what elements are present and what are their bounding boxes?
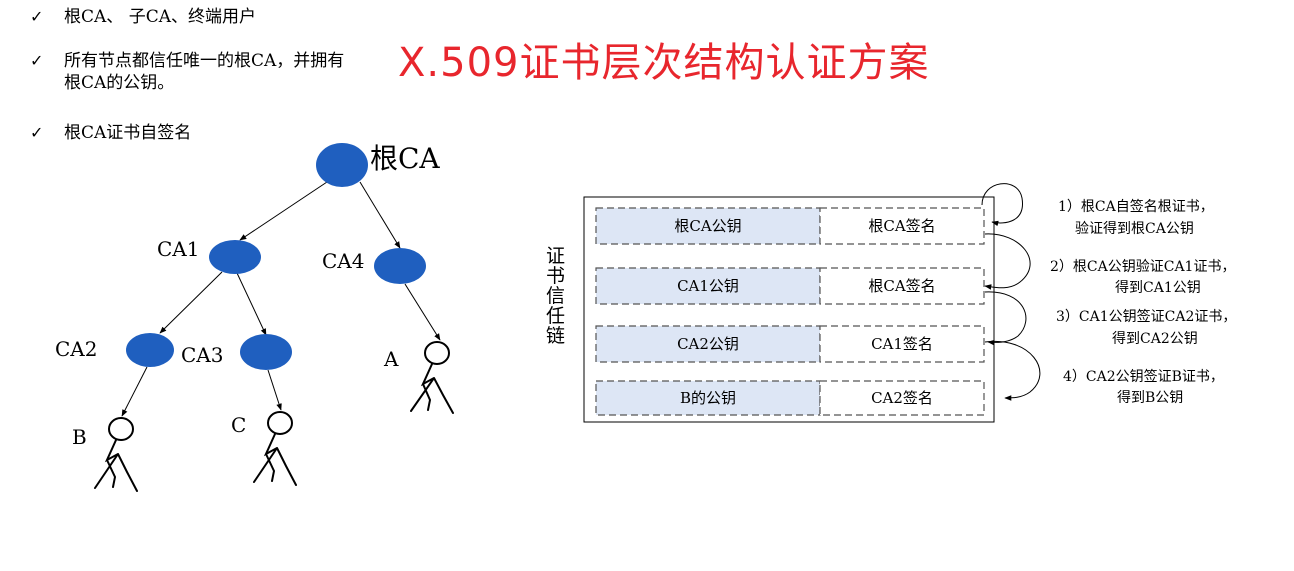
signature-text: 根CA签名 bbox=[868, 217, 935, 235]
side-label-char: 链 bbox=[546, 325, 565, 347]
ca1-node bbox=[209, 240, 261, 274]
ca3-label: CA3 bbox=[181, 343, 223, 367]
checkmark-icon: ✓ bbox=[30, 123, 44, 142]
checkmark-icon: ✓ bbox=[30, 7, 44, 26]
edge-ca1-ca2 bbox=[159, 271, 223, 334]
chain-row: B的公钥 CA2签名 bbox=[595, 380, 985, 416]
certificate-chain: 证 书 信 任 链 根CA公钥 根CA签名 CA1公钥 根CA签名 CA2公钥 … bbox=[546, 183, 1236, 423]
public-key-cell bbox=[595, 207, 821, 245]
verification-arrows bbox=[981, 183, 1041, 401]
chain-row: 根CA公钥 根CA签名 bbox=[595, 207, 985, 245]
signature-cell bbox=[819, 207, 985, 245]
signature-text: 根CA签名 bbox=[868, 277, 935, 295]
side-label-char: 信 bbox=[546, 285, 565, 307]
step-line: 得到B公钥 bbox=[1117, 389, 1183, 406]
side-label-char: 任 bbox=[546, 305, 565, 327]
public-key-text: B的公钥 bbox=[680, 389, 736, 407]
tree-labels: 根CA CA1 CA4 CA2 CA3 A B C bbox=[55, 142, 440, 449]
tree-nodes bbox=[126, 143, 426, 370]
edge-root-ca1 bbox=[239, 179, 331, 241]
user-figures bbox=[94, 341, 454, 492]
signature-text: CA1签名 bbox=[871, 335, 933, 353]
user-b-figure bbox=[94, 417, 138, 492]
edge-ca4-a bbox=[404, 283, 441, 341]
user-a-label: A bbox=[383, 347, 399, 371]
ca-tree bbox=[121, 179, 441, 417]
signature-cell bbox=[819, 380, 985, 416]
side-label-char: 书 bbox=[546, 265, 565, 287]
public-key-text: CA1公钥 bbox=[677, 277, 739, 295]
edge-ca2-b bbox=[121, 366, 148, 417]
step-line: 验证得到根CA公钥 bbox=[1075, 220, 1194, 237]
root-ca-label: 根CA bbox=[370, 142, 440, 175]
ca2-node bbox=[126, 333, 174, 367]
root-ca-node bbox=[316, 143, 368, 187]
chain-side-label: 证 书 信 任 链 bbox=[546, 245, 565, 347]
signature-cell bbox=[819, 267, 985, 305]
signature-cell bbox=[819, 325, 985, 363]
verify-arrow bbox=[984, 291, 1027, 346]
step-line: 2）根CA公钥验证CA1证书， bbox=[1050, 259, 1235, 275]
user-c-label: C bbox=[231, 413, 246, 437]
public-key-text: 根CA公钥 bbox=[674, 217, 741, 235]
public-key-cell bbox=[595, 325, 821, 363]
step-line: 得到CA2公钥 bbox=[1112, 330, 1198, 347]
public-key-text: CA2公钥 bbox=[677, 335, 739, 353]
page-title: X.509证书层次结构认证方案 bbox=[398, 40, 930, 86]
bullet-item: ✓ 根CA证书自签名 bbox=[30, 122, 350, 144]
step-line: 1）根CA自签名根证书， bbox=[1058, 198, 1214, 215]
chain-outer-box bbox=[583, 196, 995, 423]
user-c-figure bbox=[253, 411, 297, 486]
signature-text: CA2签名 bbox=[871, 389, 933, 407]
step-line: 得到CA1公钥 bbox=[1115, 279, 1201, 296]
user-b-label: B bbox=[72, 425, 87, 449]
ca2-label: CA2 bbox=[55, 337, 97, 361]
step-descriptions: 1）根CA自签名根证书， 验证得到根CA公钥 2）根CA公钥验证CA1证书， 得… bbox=[1050, 198, 1236, 406]
verify-arrow bbox=[984, 233, 1031, 290]
bullet-item: ✓ 根CA、 子CA、终端用户 bbox=[30, 6, 350, 28]
verify-arrow bbox=[984, 340, 1041, 401]
chain-row: CA1公钥 根CA签名 bbox=[595, 267, 985, 305]
chain-row: CA2公钥 CA1签名 bbox=[595, 325, 985, 363]
ca3-node bbox=[240, 334, 292, 370]
edge-ca1-ca3 bbox=[236, 272, 267, 336]
ca1-label: CA1 bbox=[157, 237, 199, 261]
side-label-char: 证 bbox=[546, 245, 565, 267]
step-line: 3）CA1公钥签证CA2证书， bbox=[1056, 308, 1236, 325]
edge-root-ca4 bbox=[359, 181, 401, 249]
self-sign-arrow bbox=[981, 183, 1023, 227]
public-key-cell bbox=[595, 380, 821, 416]
bullet-text: 所有节点都信任唯一的根CA，并拥有根CA的公钥。 bbox=[64, 51, 345, 93]
edge-ca3-c bbox=[267, 369, 282, 411]
public-key-cell bbox=[595, 267, 821, 305]
user-a-figure bbox=[410, 341, 454, 414]
checkmark-icon: ✓ bbox=[30, 51, 44, 70]
bullet-text: 根CA、 子CA、终端用户 bbox=[64, 7, 256, 27]
ca4-label: CA4 bbox=[322, 249, 364, 273]
ca4-node bbox=[374, 248, 426, 284]
bullet-text: 根CA证书自签名 bbox=[64, 123, 192, 143]
step-line: 4）CA2公钥签证B证书， bbox=[1063, 368, 1224, 385]
bullet-item: ✓ 所有节点都信任唯一的根CA，并拥有根CA的公钥。 bbox=[30, 50, 350, 94]
